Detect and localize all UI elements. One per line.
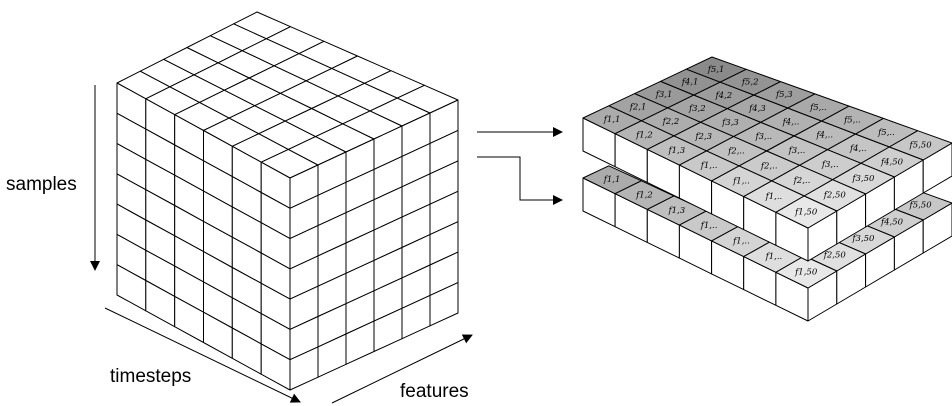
cell-label: f5,2 <box>741 78 759 88</box>
cell-label: f2,50 <box>823 251 847 261</box>
cell-label: f5,1 <box>707 65 725 75</box>
cell-label: f3,50 <box>851 174 875 184</box>
cell-label: f2,1 <box>629 103 647 113</box>
cell-label: f4,50 <box>880 157 904 167</box>
cell-label: f1,.. <box>700 161 718 171</box>
arrow-to-bottom-slice <box>477 156 563 205</box>
cell-label: f1,.. <box>765 192 783 202</box>
cell-label: f1,.. <box>765 252 783 262</box>
cell-label: f5,50 <box>909 141 933 151</box>
cell-label: f1,3 <box>667 206 685 216</box>
cell-label: f1,50 <box>794 207 818 217</box>
cell-label: f4,2 <box>714 91 732 101</box>
cell-label: f1,.. <box>700 221 718 231</box>
cell-label: f4,50 <box>880 217 904 227</box>
timesteps-axis-arrow <box>104 307 301 403</box>
cell-label: f4,.. <box>782 117 800 127</box>
cell-label: f4,3 <box>748 104 766 114</box>
cell-label: f2,.. <box>793 176 811 186</box>
cell-label: f2,50 <box>823 191 847 201</box>
slice-top-cell <box>775 255 838 289</box>
cell-label: f3,50 <box>851 234 875 244</box>
top-slice: f5,1 f5,2 f5,3 f5,.. f5,.. f5,.. f5,50 f4,1 f4,2… <box>582 56 952 262</box>
data-cube <box>116 11 459 391</box>
cell-label: f5,.. <box>809 103 827 113</box>
cube-front-face <box>116 82 291 391</box>
cell-label: f5,.. <box>843 115 861 125</box>
cell-label: f1,.. <box>732 177 750 187</box>
cell-label: f2,3 <box>694 132 712 142</box>
features-label: features <box>400 381 469 402</box>
cell-label: f5,50 <box>909 201 933 211</box>
cell-label: f5,3 <box>775 90 793 100</box>
cell-label: f1,1 <box>603 115 621 125</box>
cell-label: f3,2 <box>688 104 706 114</box>
cell-label: f1,50 <box>794 267 818 277</box>
cube-top-face <box>116 11 459 179</box>
cell-label: f4,.. <box>849 144 867 154</box>
cell-label: f4,.. <box>815 131 833 141</box>
cell-label: f2,2 <box>662 117 680 127</box>
cell-label: f1,2 <box>635 191 653 201</box>
cell-label: f5,.. <box>877 128 895 138</box>
cell-label: f1,2 <box>635 131 653 141</box>
cell-label: f2,.. <box>760 161 778 171</box>
cell-label: f4,1 <box>681 78 699 88</box>
cell-label: f1,3 <box>667 146 685 156</box>
cell-label: f3,1 <box>655 90 673 100</box>
cell-label: f3,.. <box>821 160 839 170</box>
cell-label: f3,3 <box>721 118 739 128</box>
cube-side-face <box>289 99 459 391</box>
features-axis-arrow <box>331 334 473 404</box>
cell-label: f2,.. <box>727 147 745 157</box>
cell-label: f3,.. <box>754 132 772 142</box>
cell-label: f3,.. <box>788 146 806 156</box>
timesteps-label: timesteps <box>110 366 191 387</box>
slice-top-cell <box>775 195 838 229</box>
cube-cell <box>429 282 459 327</box>
cell-label: f1,1 <box>603 175 621 185</box>
samples-label: samples <box>6 174 77 195</box>
cell-label: f1,.. <box>732 237 750 247</box>
